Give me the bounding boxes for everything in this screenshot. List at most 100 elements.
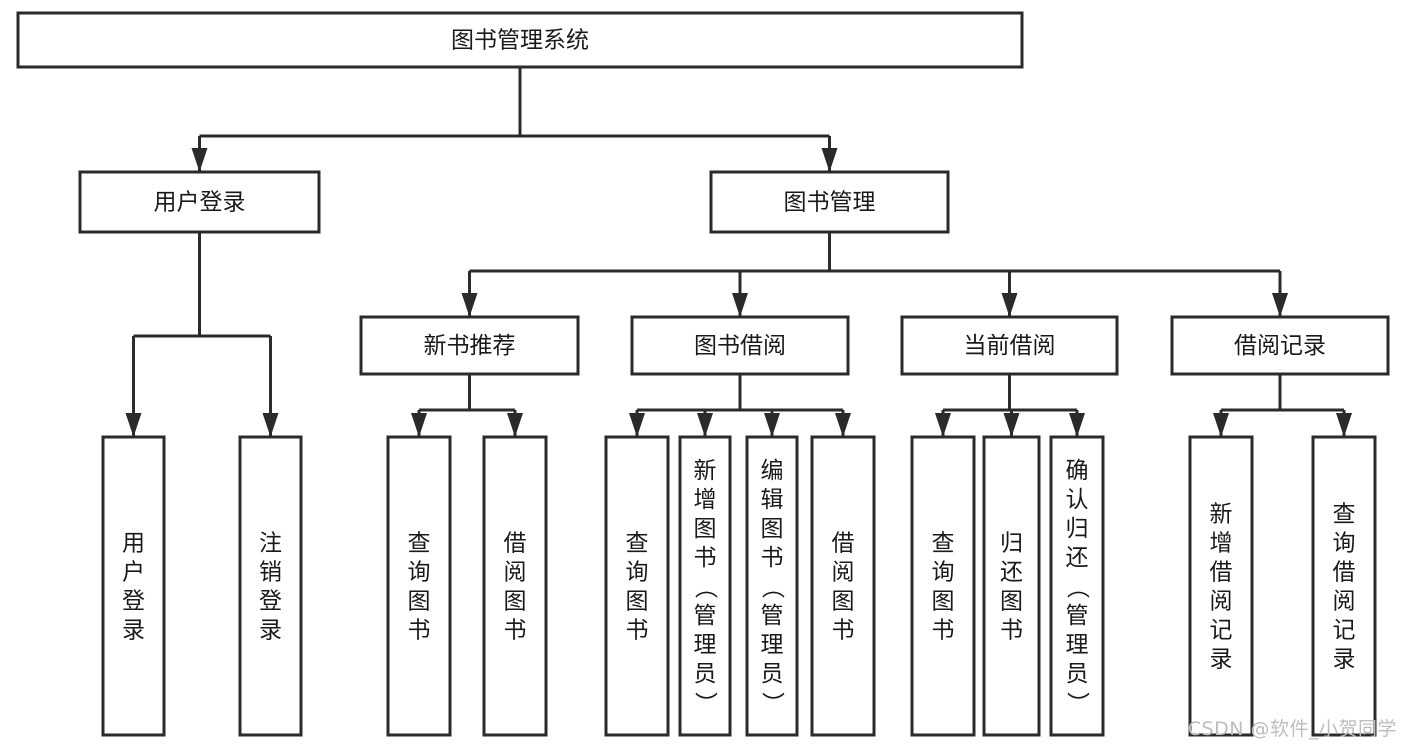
node-label-leaf-borrow-book-rec: 书 bbox=[504, 618, 527, 644]
node-label-leaf-confirm-return: 还 bbox=[1066, 545, 1089, 571]
node-label-leaf-add-book: （ bbox=[692, 576, 718, 599]
node-label-borrow-record: 借阅记录 bbox=[1234, 333, 1326, 359]
edge-arrowhead bbox=[1003, 413, 1020, 437]
edge-group-book-manage bbox=[461, 232, 1288, 317]
node-label-leaf-add-book: ） bbox=[692, 692, 718, 715]
node-label-leaf-add-record: 借 bbox=[1210, 560, 1233, 586]
node-current-borrow[interactable]: 当前借阅 bbox=[900, 315, 1119, 376]
edge-arrowhead bbox=[1213, 413, 1229, 437]
node-new-book-rec[interactable]: 新书推荐 bbox=[359, 315, 580, 376]
node-label-leaf-query-book: 查 bbox=[626, 531, 649, 557]
edge-arrowhead bbox=[125, 413, 142, 437]
node-box-root bbox=[16, 11, 1024, 69]
node-label-book-borrow: 图书借阅 bbox=[694, 333, 786, 359]
node-label-leaf-query-book: 询 bbox=[626, 560, 649, 586]
node-label-leaf-confirm-return: 员 bbox=[1066, 661, 1089, 687]
edge-arrowhead bbox=[262, 413, 279, 437]
node-label-leaf-query-record: 记 bbox=[1333, 618, 1356, 644]
node-label-leaf-add-book: 理 bbox=[694, 632, 717, 658]
node-label-current-borrow: 当前借阅 bbox=[964, 333, 1056, 359]
node-box-leaf-query-book bbox=[604, 435, 670, 737]
node-label-leaf-add-book: 书 bbox=[694, 545, 717, 571]
node-label-leaf-logout: 登 bbox=[259, 589, 282, 615]
node-label-leaf-borrow-book-rec: 借 bbox=[504, 531, 527, 557]
edge-arrowhead bbox=[191, 148, 208, 172]
node-label-leaf-query-book: 图 bbox=[626, 589, 649, 615]
node-label-book-manage: 图书管理 bbox=[784, 190, 876, 216]
node-label-leaf-borrow-book: 图 bbox=[832, 589, 855, 615]
node-label-leaf-add-record: 记 bbox=[1210, 618, 1233, 644]
node-label-leaf-edit-book: 编 bbox=[761, 458, 784, 484]
edge-arrowhead bbox=[764, 413, 780, 437]
edge-arrowhead bbox=[507, 413, 523, 437]
node-book-borrow[interactable]: 图书借阅 bbox=[630, 315, 850, 376]
node-box-current-borrow bbox=[900, 315, 1119, 376]
node-label-leaf-logout: 录 bbox=[259, 618, 282, 644]
node-label-leaf-confirm-return: 归 bbox=[1066, 516, 1089, 542]
node-book-manage[interactable]: 图书管理 bbox=[709, 170, 950, 234]
node-user-login[interactable]: 用户登录 bbox=[78, 170, 321, 234]
node-label-leaf-borrow-book: 书 bbox=[832, 618, 855, 644]
node-label-leaf-add-record: 阅 bbox=[1210, 589, 1233, 615]
node-label-leaf-user-login: 登 bbox=[122, 589, 145, 615]
node-root[interactable]: 图书管理系统 bbox=[16, 11, 1024, 69]
node-label-leaf-confirm-return: ） bbox=[1064, 692, 1090, 715]
edge-group-new-book-rec bbox=[411, 374, 523, 437]
node-label-leaf-return-book: 图 bbox=[1000, 589, 1023, 615]
node-label-leaf-confirm-return: （ bbox=[1064, 576, 1090, 599]
node-box-leaf-borrow-book bbox=[810, 435, 876, 737]
node-box-leaf-edit-book bbox=[745, 435, 799, 737]
node-borrow-record[interactable]: 借阅记录 bbox=[1170, 315, 1390, 376]
nodes-layer: 图书管理系统用户登录图书管理新书推荐图书借阅当前借阅借阅记录用户登录注销登录查询… bbox=[16, 11, 1390, 737]
node-label-leaf-query-record: 查 bbox=[1333, 502, 1356, 528]
edge-group-root bbox=[191, 67, 838, 172]
node-box-leaf-borrow-book-rec bbox=[482, 435, 548, 737]
node-label-leaf-logout: 销 bbox=[259, 560, 282, 586]
node-label-leaf-query-record: 借 bbox=[1333, 560, 1356, 586]
edge-arrowhead bbox=[697, 413, 713, 437]
node-label-leaf-return-book: 书 bbox=[1000, 618, 1023, 644]
node-label-leaf-edit-book: ） bbox=[759, 692, 785, 715]
node-label-leaf-query-book: 书 bbox=[626, 618, 649, 644]
node-label-leaf-confirm-return: 确 bbox=[1066, 458, 1089, 484]
edge-arrowhead bbox=[935, 413, 951, 437]
node-label-leaf-logout: 注 bbox=[259, 531, 282, 557]
node-label-leaf-return-book: 还 bbox=[1000, 560, 1023, 586]
node-label-user-login: 用户登录 bbox=[154, 190, 246, 216]
node-label-leaf-edit-book: 图 bbox=[761, 516, 784, 542]
node-label-leaf-edit-book: 理 bbox=[761, 632, 784, 658]
node-label-leaf-confirm-return: 管 bbox=[1066, 603, 1089, 629]
node-label-leaf-query-book-cur: 图 bbox=[932, 589, 955, 615]
node-label-leaf-confirm-return: 认 bbox=[1066, 487, 1089, 513]
node-label-leaf-edit-book: 辑 bbox=[761, 487, 784, 513]
node-label-leaf-user-login: 户 bbox=[122, 560, 145, 586]
node-label-leaf-edit-book: 员 bbox=[761, 661, 784, 687]
node-leaf-user-login[interactable]: 用户登录 bbox=[101, 435, 166, 737]
edge-arrowhead bbox=[629, 413, 645, 437]
node-box-new-book-rec bbox=[359, 315, 580, 376]
edge-arrowhead bbox=[411, 413, 427, 437]
node-label-leaf-add-book: 图 bbox=[694, 516, 717, 542]
node-box-leaf-query-book-rec bbox=[386, 435, 452, 737]
node-label-leaf-query-book-rec: 书 bbox=[408, 618, 431, 644]
node-label-leaf-edit-book: （ bbox=[759, 576, 785, 599]
node-label-leaf-edit-book: 管 bbox=[761, 603, 784, 629]
node-box-book-borrow bbox=[630, 315, 850, 376]
node-box-borrow-record bbox=[1170, 315, 1390, 376]
node-box-leaf-add-book bbox=[678, 435, 732, 737]
node-label-leaf-query-book-rec: 查 bbox=[408, 531, 431, 557]
node-label-leaf-query-book-cur: 查 bbox=[932, 531, 955, 557]
node-label-leaf-user-login: 录 bbox=[122, 618, 145, 644]
